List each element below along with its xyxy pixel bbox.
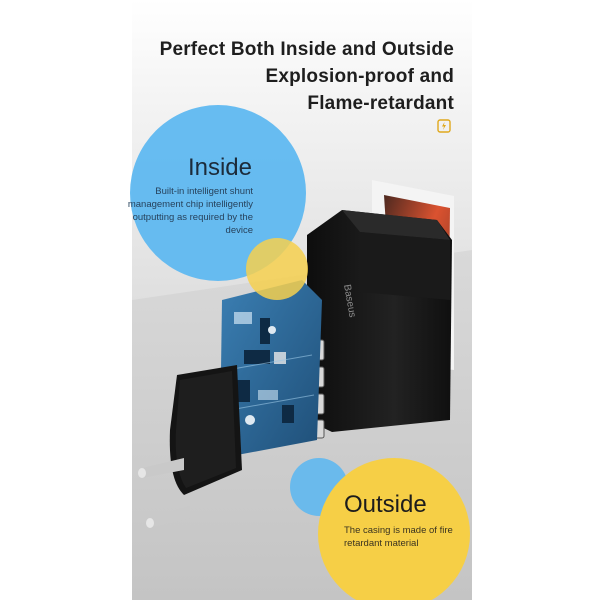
headline-line-3: Flame-retardant	[307, 93, 454, 114]
flame-retardant-badge-icon	[437, 119, 451, 133]
outside-description: The casing is made of fire retardant mat…	[344, 525, 453, 549]
outside-bubble	[318, 458, 470, 600]
inside-title: Inside	[187, 154, 252, 181]
inside-description: Built-in intelligent shunt management ch…	[127, 186, 253, 236]
headline: Perfect Both Inside and Outside Explosio…	[160, 36, 454, 117]
headline-line-1: Perfect Both Inside and Outside	[159, 39, 454, 60]
headline-line-2: Explosion-proof and	[265, 66, 454, 87]
eu-plug	[138, 365, 242, 528]
inside-accent-bubble	[246, 238, 308, 300]
outside-title: Outside	[344, 491, 427, 518]
circuit-board	[220, 280, 322, 455]
